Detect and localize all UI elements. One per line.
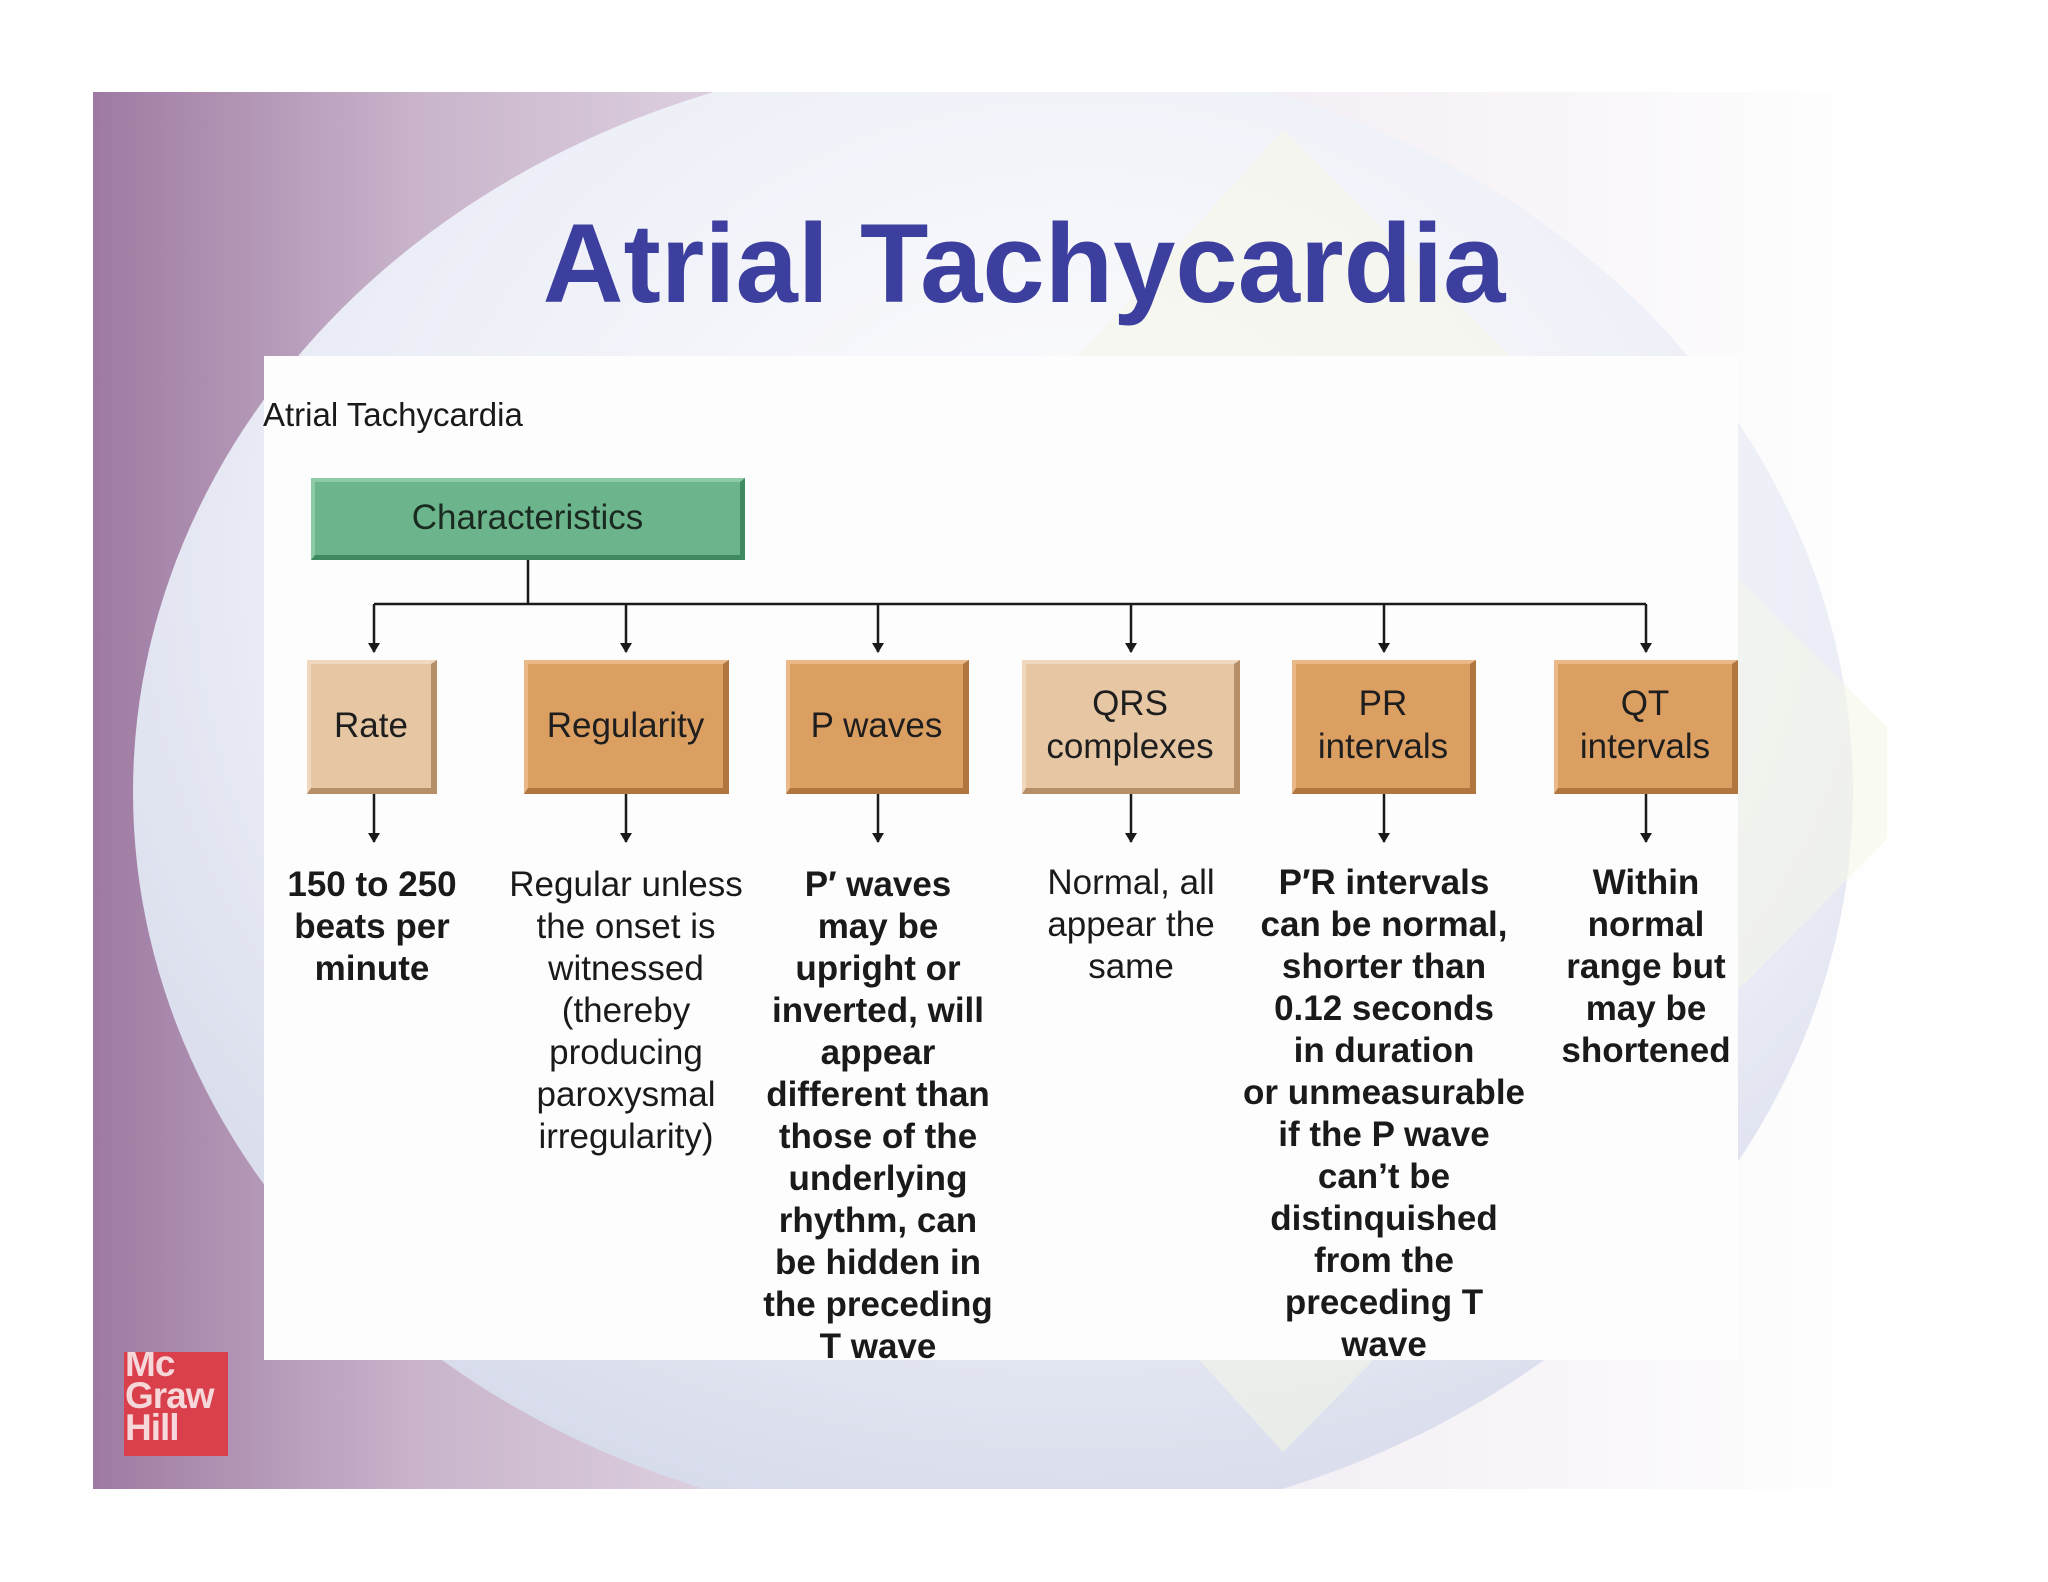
qt-intervals-box: QT intervals xyxy=(1554,660,1738,794)
qrs-complexes-box: QRS complexes xyxy=(1022,660,1240,794)
regularity-label: Regularity xyxy=(546,705,705,745)
regularity-description: Regular unless the onset is witnessed (t… xyxy=(509,865,743,1156)
rate-box: Rate xyxy=(307,660,437,794)
characteristics-label: Characteristics xyxy=(411,498,644,538)
qrs-complexes-description: Normal, all appear the same xyxy=(1047,863,1215,986)
pr-intervals-label: PR intervals xyxy=(1317,684,1449,766)
figure-caption: Atrial Tachycardia xyxy=(263,396,523,433)
qt-intervals-label: QT intervals xyxy=(1579,684,1711,766)
logo-text: Mc Graw Hill xyxy=(125,1352,215,1448)
slide-title: Atrial Tachycardia xyxy=(542,201,1506,326)
rate-label: Rate xyxy=(334,705,408,745)
regularity-box: Regularity xyxy=(524,660,729,794)
pr-intervals-box: PR intervals xyxy=(1292,660,1476,794)
p-waves-description: P′ waves may be upright or inverted, wil… xyxy=(763,865,993,1366)
arrows xyxy=(368,604,1652,843)
p-waves-label: P waves xyxy=(810,705,943,745)
p-waves-box: P waves xyxy=(786,660,969,794)
rate-description: 150 to 250 beats per minute xyxy=(287,865,457,988)
pr-intervals-description: P′R intervals can be normal, shorter tha… xyxy=(1242,863,1526,1364)
mcgraw-hill-logo: Mc Graw Hill xyxy=(124,1352,228,1456)
characteristics-box: Characteristics xyxy=(311,478,745,560)
qrs-complexes-label: QRS complexes xyxy=(1046,684,1214,766)
qt-intervals-description: Within normal range but may be shortened xyxy=(1561,863,1731,1070)
